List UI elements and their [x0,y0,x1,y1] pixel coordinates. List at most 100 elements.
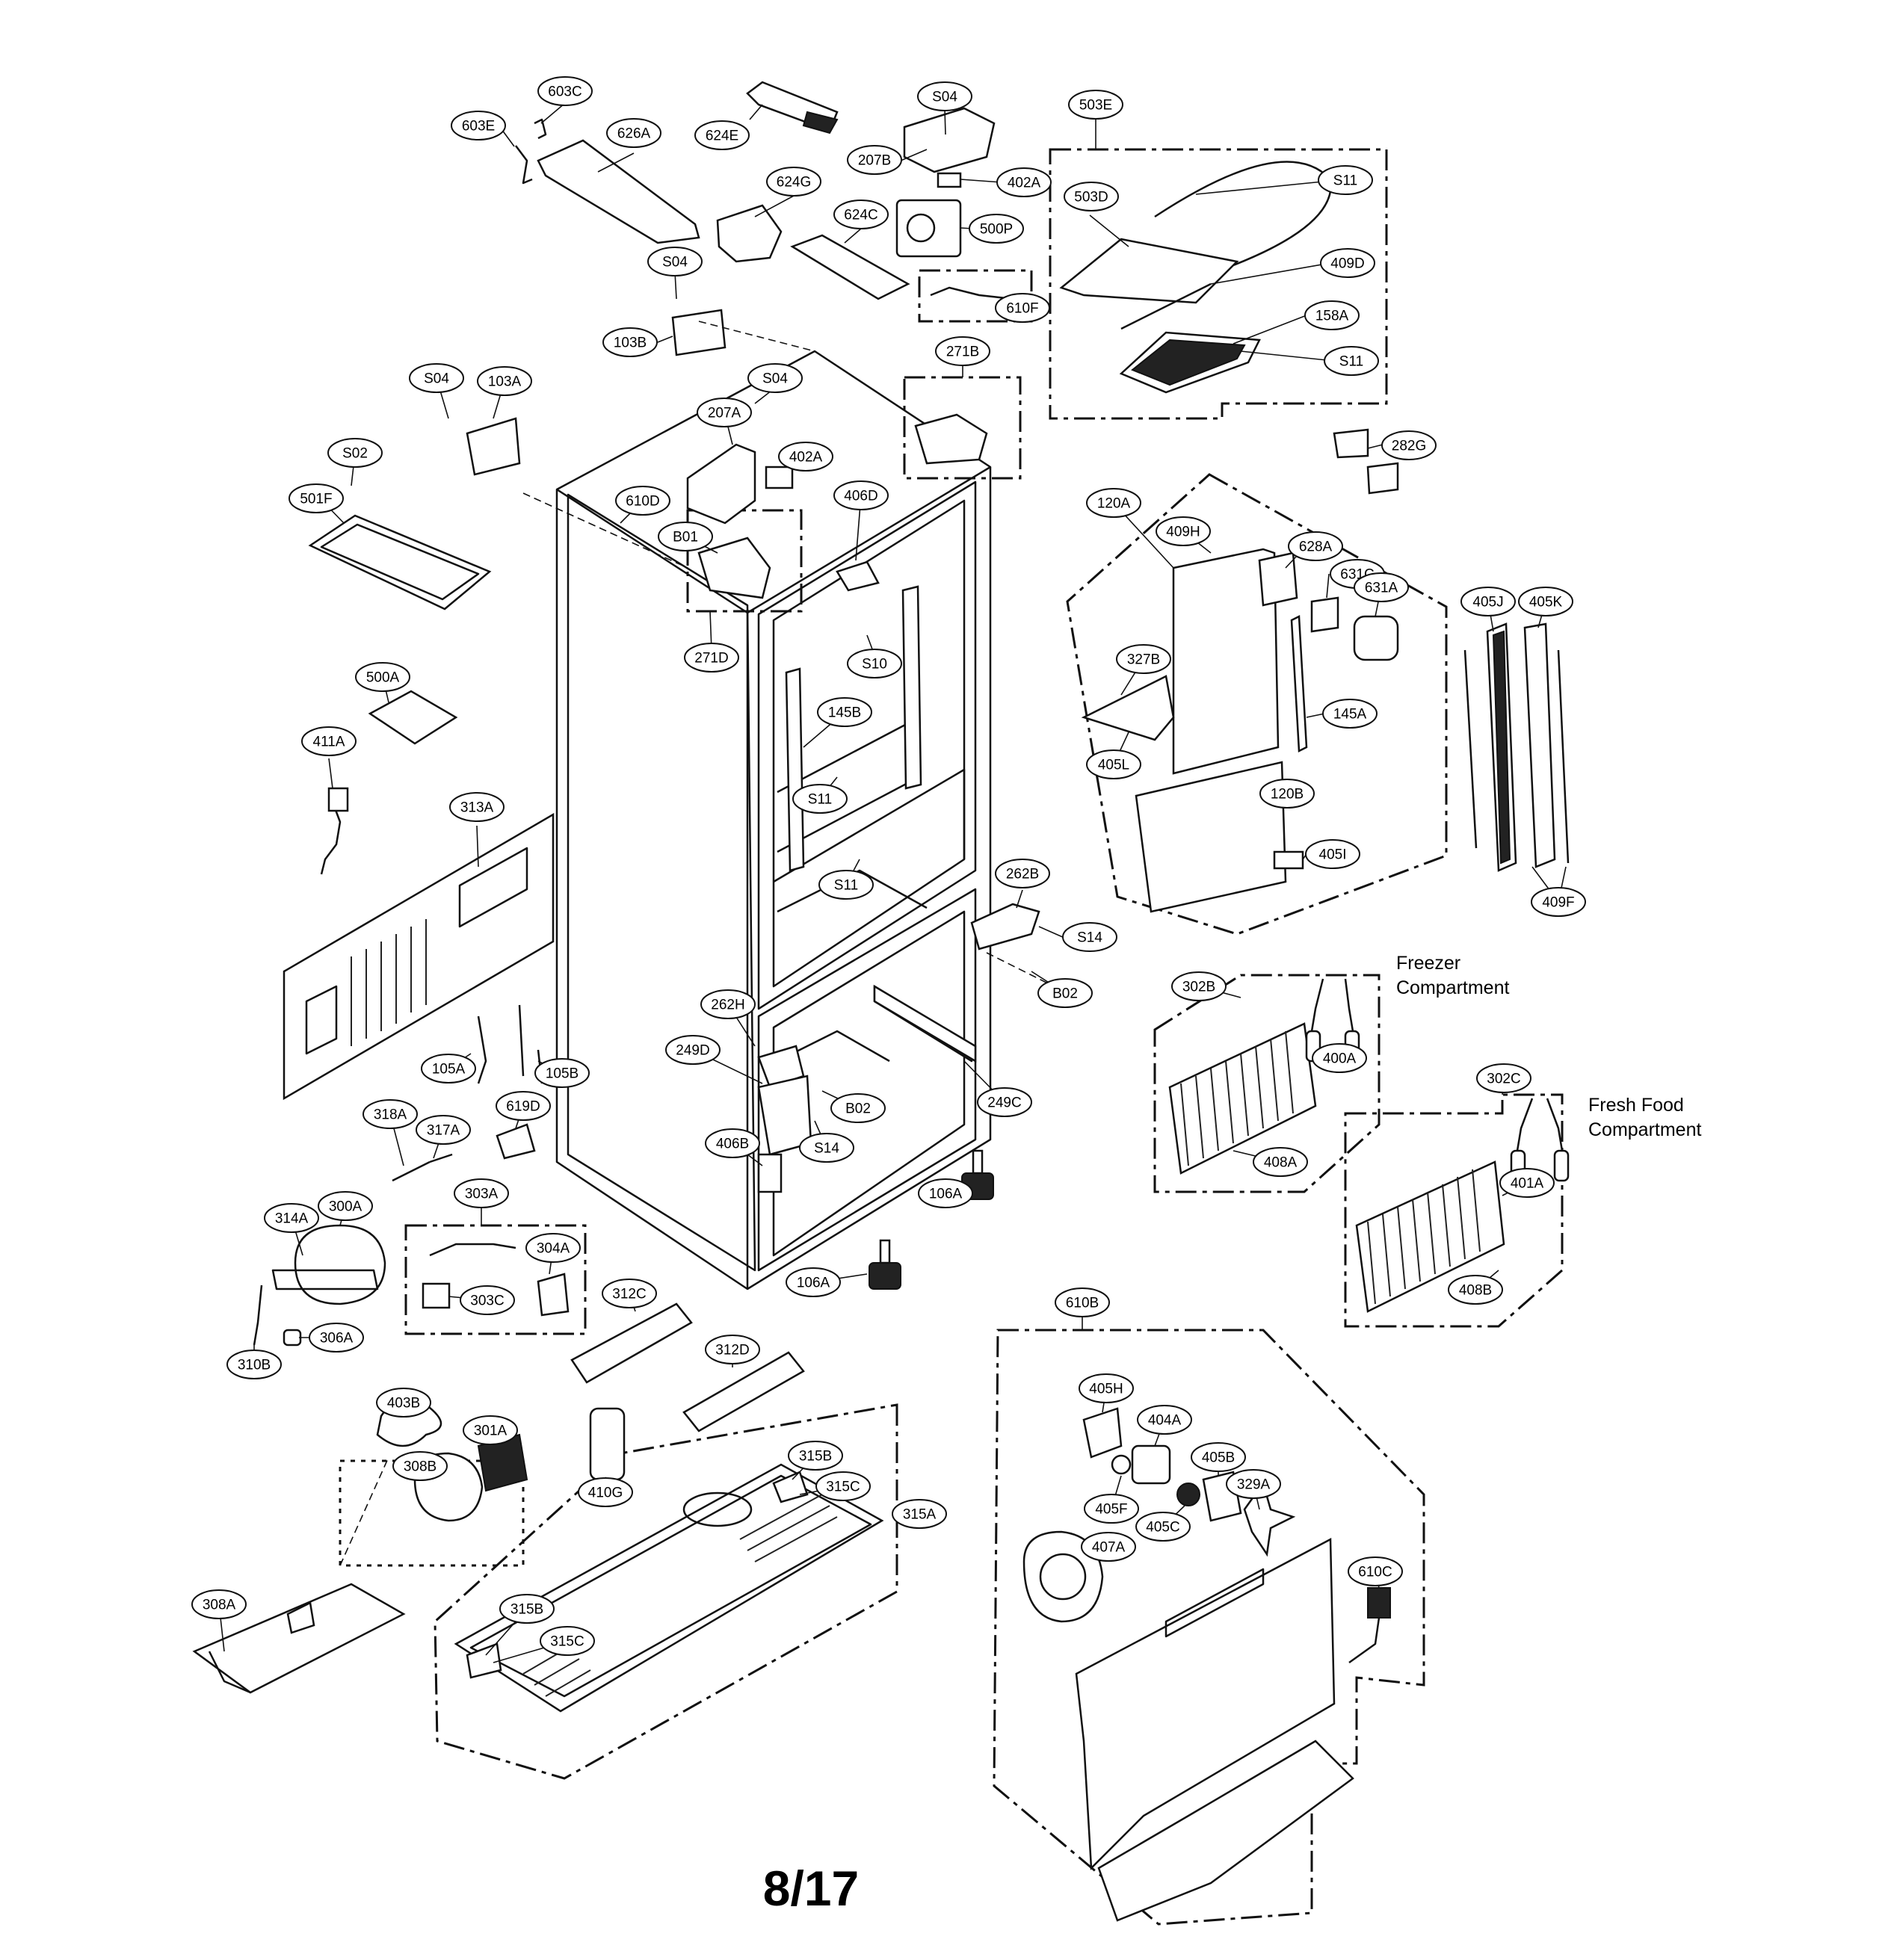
top-right-parts [914,413,1399,495]
group-503e-parts [1059,161,1332,394]
hinge-b01 [697,537,771,599]
callout-bubble [525,1233,581,1263]
leveling-feet [869,1149,994,1290]
callout-bubble [1084,1494,1139,1524]
part-number-label: S10 [862,657,887,673]
part-number-label: 158A [1315,309,1349,324]
rod-409f-left [1463,649,1478,849]
callout-bubble [665,1035,721,1065]
part-callout-411a: 411A [301,726,357,756]
part-number-label: 262B [1006,867,1039,882]
group-302c-boundary [1344,1093,1564,1328]
harness-610f [930,286,1014,300]
group-120a-parts [1081,548,1399,913]
hose-105a [477,1015,487,1084]
page-number: 8/17 [763,1861,859,1916]
callout-bubble [1318,165,1373,195]
switch-402a [765,466,794,489]
part-callout-408b: 408B [1448,1275,1503,1305]
group-303a-boundary [404,1224,587,1335]
part-callout-s11: S11 [1324,346,1379,376]
callout-bubble [606,118,661,148]
part-callout-312d: 312D [705,1335,760,1364]
part-number-label: 306A [320,1331,354,1347]
part-number-label: 405C [1146,1520,1179,1536]
part-callout-s04: S04 [747,363,803,393]
part-number-label: 103A [488,374,522,390]
part-callout-408a: 408A [1253,1147,1308,1177]
callout-bubble [1476,1063,1531,1093]
callout-bubble [1064,182,1119,211]
part-number-label: 282G [1392,439,1426,454]
callout-bubble [615,486,670,516]
callout-bubble [1259,779,1315,809]
panel-313a [283,812,555,1101]
part-number-label: 302C [1487,1072,1520,1087]
part-number-label: 626A [617,126,651,142]
group-271d-boundary [686,509,803,613]
callout-bubble [355,662,410,692]
tube-317a [429,1153,453,1163]
callout-bubble [376,1388,431,1418]
foot-106a-left-screw [879,1239,891,1264]
part-callout-329a: 329A [1226,1469,1281,1499]
part-callout-308a: 308A [191,1589,247,1619]
part-number-label: 406D [844,489,877,504]
part-number-label: 405K [1529,595,1563,610]
callout-bubble [1322,699,1378,729]
group-315a-boundary [434,1403,898,1780]
callout-bubble [578,1477,633,1507]
part-callout-628a: 628A [1288,531,1343,561]
shroud-312c [570,1302,693,1384]
callout-bubble [1156,516,1211,546]
bracket-282g [1333,428,1369,459]
part-number-label: 314A [275,1211,309,1227]
part-callout-404a: 404A [1137,1405,1192,1435]
part-number-label: 145A [1333,707,1367,723]
part-callout-405l: 405L [1086,749,1141,779]
callout-bubble [421,1054,476,1083]
callout-bubble [1068,90,1123,120]
housing-405h [1082,1407,1123,1459]
part-callout-503e: 503E [1068,90,1123,120]
part-number-label: 409D [1330,256,1364,272]
rail-145b-right [901,585,922,790]
part-number-label: S11 [1333,173,1357,189]
part-callout-249c: 249C [977,1087,1032,1117]
part-callout-405c: 405C [1135,1512,1191,1542]
fresh-food-label-line2: Compartment [1588,1119,1701,1140]
part-callout-402a: 402A [778,442,833,472]
part-callout-407a: 407A [1081,1532,1136,1562]
part-number-label: 405B [1202,1450,1235,1466]
callout-bubble [499,1594,555,1624]
callout-bubble [1135,1512,1191,1542]
part-number-label: 631A [1365,581,1398,596]
part-number-label: 103B [614,336,647,351]
section-labels: Freezer Compartment Fresh Food Compartme… [1396,953,1701,1140]
part-number-label: 500P [980,222,1013,238]
part-callout-b02: B02 [1037,978,1093,1008]
callout-bubble [917,81,972,111]
part-number-label: 304A [537,1241,570,1257]
cover-103b [671,309,727,356]
part-callout-s14: S14 [1062,922,1117,952]
part-number-label: 327B [1127,652,1160,668]
board-500a [368,690,458,745]
part-callout-158a: 158A [1304,300,1360,330]
callout-bubble [477,366,532,396]
part-number-label: 624G [777,175,811,191]
callout-bubble [1305,839,1360,869]
part-callout-271d: 271D [684,643,739,673]
cover-624c [790,234,910,300]
shrouds [570,1302,805,1432]
part-callout-145a: 145A [1322,699,1378,729]
overload-304a [537,1273,570,1317]
part-callout-610d: 610D [615,486,670,516]
small-parts-left [392,1004,543,1182]
dispenser-624g [716,204,783,263]
part-callout-s10: S10 [847,649,902,678]
top-parts [308,81,1014,875]
part-callout-s11: S11 [792,784,848,814]
part-callout-301a: 301A [463,1415,518,1445]
part-callout-106a: 106A [786,1267,841,1297]
